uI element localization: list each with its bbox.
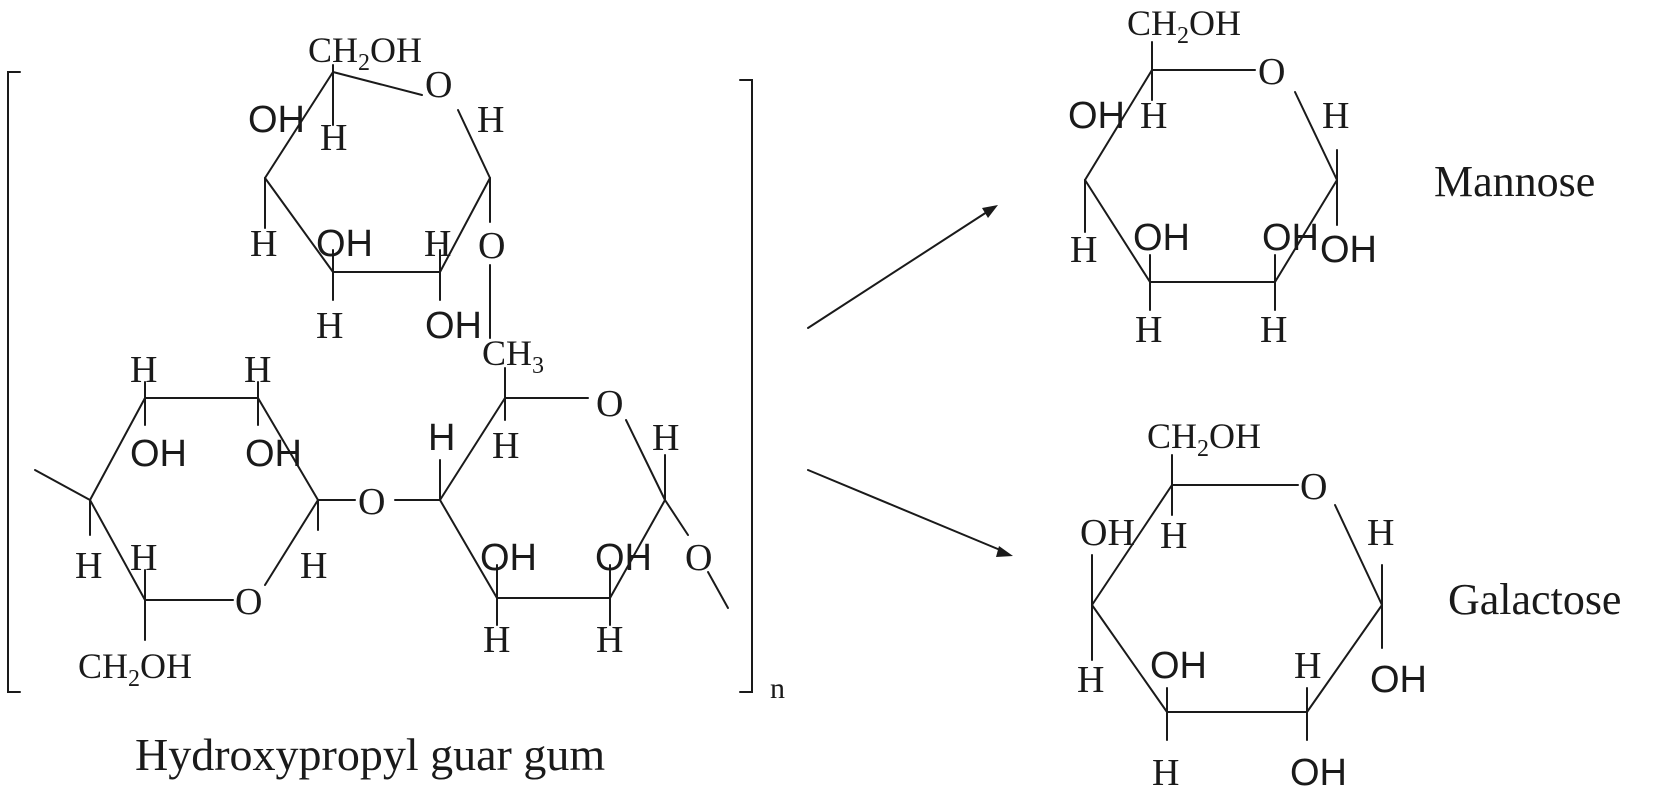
mannose-h-c3: H [1135,309,1162,351]
top-oh-c2: OH [316,223,373,265]
top-ring-oxygen: O [425,64,452,106]
polymer-repeat-unit: n CH2OH O OH H H H OH H O [7,30,785,780]
galactose-h-c2: H [1294,645,1321,687]
br-h-anomeric: H [652,417,679,459]
mannose-ring-oxygen: O [1258,51,1285,93]
galactose-label: Galactose [1448,575,1621,624]
galactose-oh-c4: OH [1080,512,1135,554]
mannose-oh-c1: OH [1320,229,1377,271]
br-h-left: H [428,417,455,459]
br-exo-oxygen: O [685,537,712,579]
galactose-ring-oxygen: O [1300,466,1327,508]
br-h-low-left: H [483,619,510,661]
br-oh-left: OH [480,537,537,579]
mannose-ch2oh: CH2OH [1127,3,1241,49]
mannose-label: Mannose [1434,157,1595,206]
galactose-h-c4: H [1077,659,1104,701]
repeat-subscript: n [770,672,785,705]
galactose-h-c1: H [1367,512,1394,554]
left-bracket [7,71,21,693]
br-ring-oxygen: O [596,383,623,425]
bottom-right-ring: CH3 O H H H OH OH O H H [394,333,729,661]
bl-h-anomeric: H [300,545,327,587]
top-h-c1: H [477,99,504,141]
top-h-c3: H [250,223,277,265]
top-ring: CH2OH O OH H H H OH H O H OH [248,30,505,347]
top-ch2oh: CH2OH [308,30,422,76]
top-oh-c1b: OH [425,305,482,347]
br-h-c5: H [492,425,519,467]
mannose-oh-c3: OH [1133,217,1190,259]
top-h-c2: H [424,223,451,265]
glycosidic-oxygen: O [478,225,505,267]
galactose-oh-c1: OH [1370,659,1427,701]
mannose-oh-c2: OH [1262,217,1319,259]
top-oh-left: OH [248,99,305,141]
galactose-oh-c2: OH [1290,752,1347,794]
bl-h-top-left: H [130,349,157,391]
bl-oh-right: OH [245,433,302,475]
arrowhead-galactose [996,546,1013,557]
mannose-oh-c4: OH [1068,95,1125,137]
bridging-oxygen: O [358,481,385,523]
galactose-h-c5: H [1160,515,1187,557]
mannose-h-c2: H [1260,309,1287,351]
bl-h-top-right: H [244,349,271,391]
bl-oh-left: OH [130,433,187,475]
mannose-h-c5: H [1140,95,1167,137]
br-oh-right: OH [595,537,652,579]
bl-ch2oh: CH2OH [78,646,192,692]
hydrolysis-arrows [807,205,1013,557]
arrowhead-mannose [982,205,998,218]
br-ch3: CH3 [482,333,544,379]
arrow-to-galactose [807,469,1006,553]
arrow-to-mannose [807,209,991,329]
mannose-structure: CH2OH O OH H H OH OH OH H H H Mannose [1068,3,1595,351]
top-h-c3b: H [316,305,343,347]
bottom-left-ring: H H OH OH H H H O O CH2OH [34,349,385,692]
top-h-c4: H [320,117,347,159]
bl-h-low-left: H [75,545,102,587]
polymer-name: Hydroxypropyl guar gum [135,729,605,780]
galactose-oh-c3: OH [1150,645,1207,687]
mannose-h-c1: H [1322,95,1349,137]
bl-h-low-mid: H [130,537,157,579]
br-h-low-right: H [596,619,623,661]
galactose-structure: CH2OH O OH H H OH H OH H H OH Galactose [1077,416,1621,794]
galactose-h-c3: H [1152,752,1179,794]
mannose-h-c4: H [1070,229,1097,271]
galactose-ch2oh: CH2OH [1147,416,1261,462]
right-bracket [739,79,753,693]
bl-ring-oxygen: O [235,581,262,623]
